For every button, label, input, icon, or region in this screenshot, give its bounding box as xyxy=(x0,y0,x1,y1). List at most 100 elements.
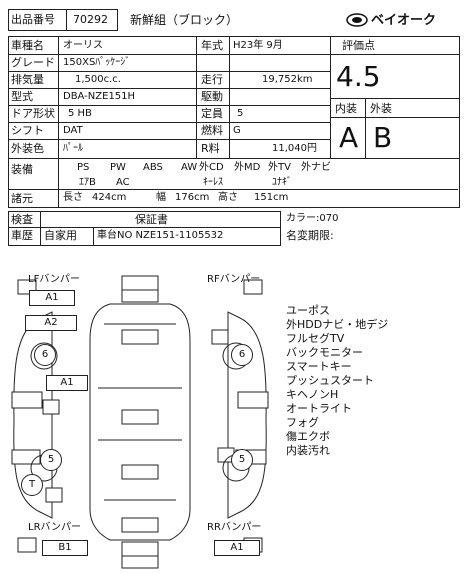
row-line xyxy=(8,88,330,89)
note: スマートキー xyxy=(286,360,352,373)
color-code: カラー:070 xyxy=(286,213,339,224)
note: フォグ xyxy=(286,416,319,429)
spec-value: H23年 9月 xyxy=(233,40,283,51)
spec-label: R料 xyxy=(201,142,220,155)
equip-item: 外CD xyxy=(199,162,224,173)
spec-value: DBA-NZE151H xyxy=(63,91,136,102)
width-label: 幅 xyxy=(156,192,166,203)
lr-bumper-label: LRバンパー xyxy=(28,522,82,533)
equip-item: PW xyxy=(110,162,126,173)
inspection-table xyxy=(8,211,281,246)
note: 内装汚れ xyxy=(286,444,330,457)
t-marker: T xyxy=(21,474,43,496)
rating-label: 評価点 xyxy=(342,39,375,52)
note: 傷エクボ xyxy=(286,430,330,443)
spec-label: 車種名 xyxy=(11,39,44,52)
lot-number: 70292 xyxy=(73,13,108,26)
spec-value: オーリス xyxy=(63,40,103,51)
row-line xyxy=(8,139,330,140)
equip-item: 外MD xyxy=(234,162,261,173)
divider xyxy=(58,36,59,159)
spec-value: DAT xyxy=(63,125,83,136)
reg-value: 自家用 xyxy=(44,229,77,242)
left-front-tire: 6 xyxy=(34,344,56,366)
lot-box xyxy=(8,9,118,31)
spec-label: 外装色 xyxy=(11,142,44,155)
divider xyxy=(330,36,331,159)
spec-label: 年式 xyxy=(201,39,223,52)
logo-text: ベイオーク xyxy=(371,13,437,28)
exterior-label: 外装 xyxy=(370,102,392,115)
divider xyxy=(66,9,67,31)
row-line xyxy=(330,54,459,55)
divider xyxy=(58,158,59,207)
spec-value: G xyxy=(233,125,241,136)
note: プッシュスタート xyxy=(286,374,374,387)
dims-label: 諸元 xyxy=(11,192,33,205)
note: キヘノンH xyxy=(286,388,339,401)
note: 外HDDナビ・地デジ xyxy=(286,318,389,331)
row-line xyxy=(8,122,330,123)
row-line xyxy=(8,54,330,55)
equip-item: ｷｰﾚｽ xyxy=(203,177,223,188)
interior-grade: A xyxy=(339,121,359,154)
row-line xyxy=(8,71,330,72)
spec-value: 5 xyxy=(237,108,244,119)
equip-item: ﾕﾅｷﾞ xyxy=(272,177,292,188)
spec-label: 駆動 xyxy=(201,90,223,103)
warranty: 保証書 xyxy=(135,213,168,226)
left-door-grade: A1 xyxy=(46,375,88,391)
spec-value: 5 HB xyxy=(68,108,92,119)
width-value: 176cm xyxy=(175,192,210,203)
equipment-table xyxy=(8,158,460,208)
lot-label: 出品番号 xyxy=(11,13,55,26)
left-rear-tire: 5 xyxy=(40,449,62,471)
spec-label: グレード xyxy=(11,56,55,69)
equip-item: AW xyxy=(181,162,198,173)
logo-icon xyxy=(346,13,368,27)
divider xyxy=(93,228,94,245)
row-line xyxy=(8,105,330,106)
spec-label: 走行 xyxy=(201,73,223,86)
interior-label: 内装 xyxy=(335,102,357,115)
note: フルセグTV xyxy=(286,332,345,345)
spec-label: 定員 xyxy=(201,107,223,120)
rr-bumper-label: RRバンパー xyxy=(207,522,262,533)
lf-bumper-grade: A1 xyxy=(29,290,75,306)
note: ユーポス xyxy=(286,304,330,317)
divider xyxy=(40,211,41,245)
row-line xyxy=(8,189,458,190)
inspection-label: 検査 xyxy=(11,213,33,226)
lf-bumper-label: LFバンパー xyxy=(28,274,80,285)
spec-value: 1,500c.c. xyxy=(75,74,121,85)
divider xyxy=(229,36,230,159)
height-value: 151cm xyxy=(254,192,289,203)
spec-label: 排気量 xyxy=(11,73,44,86)
rf-bumper-label: RFバンパー xyxy=(207,274,261,285)
length-value: 424cm xyxy=(92,192,127,203)
spec-value: ﾊﾟｰﾙ xyxy=(63,143,83,154)
equip-item: ｴｱB xyxy=(79,177,96,188)
divider xyxy=(196,36,197,159)
length-label: 長さ xyxy=(63,192,83,203)
logo: ベイオーク xyxy=(345,12,436,31)
spec-label: シフト xyxy=(11,124,44,137)
lr-bumper-grade: B1 xyxy=(42,540,88,556)
equip-item: PS xyxy=(77,162,90,173)
equip-item: 外ナビ xyxy=(301,162,331,173)
height-label: 高さ xyxy=(218,192,238,203)
page-title: 新鮮組（ブロック） xyxy=(130,13,239,27)
lf-fender-grade: A2 xyxy=(25,315,77,331)
equip-item: ABS xyxy=(143,162,163,173)
exterior-grade: B xyxy=(373,121,393,154)
rating-score: 4.5 xyxy=(336,60,381,93)
row-line xyxy=(330,117,459,118)
row-line xyxy=(8,227,280,228)
note: バックモニター xyxy=(286,346,363,359)
note: オートライト xyxy=(286,402,352,415)
car-diagram xyxy=(11,275,269,569)
name-change-deadline: 名変期限: xyxy=(286,229,334,242)
row-line xyxy=(330,98,459,99)
equip-item: AC xyxy=(116,177,130,188)
right-rear-tire: 5 xyxy=(231,449,253,471)
